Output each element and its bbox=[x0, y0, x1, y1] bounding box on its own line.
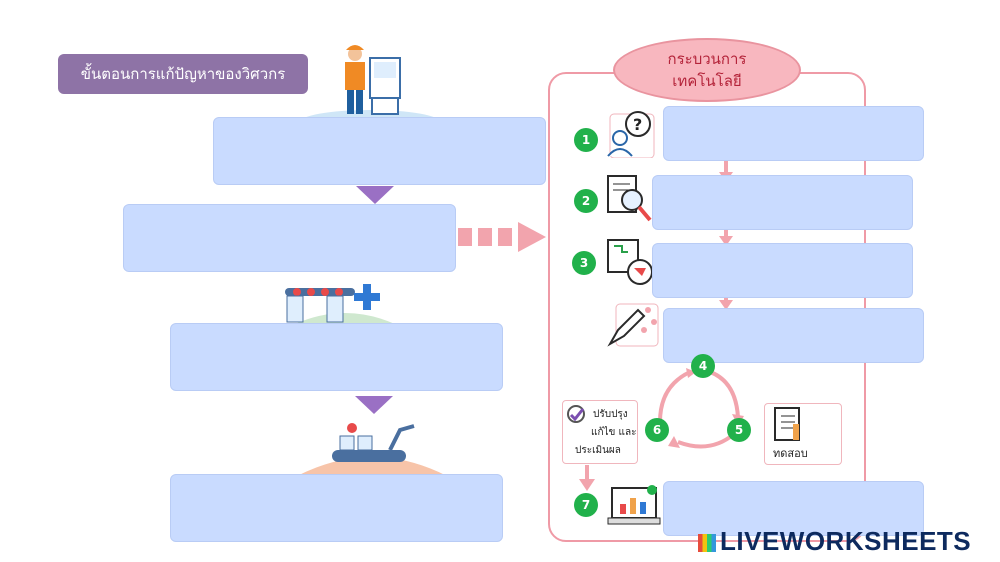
process-title: กระบวนการ เทคโนโลยี bbox=[613, 38, 801, 102]
answer-input-4[interactable] bbox=[170, 474, 503, 542]
test-card: ทดสอบ bbox=[764, 403, 842, 465]
answer-input-1[interactable] bbox=[213, 117, 546, 185]
question-person-icon: ? bbox=[607, 111, 655, 158]
process-input-4[interactable] bbox=[663, 308, 924, 363]
process-title-line2: เทคโนโลยี bbox=[672, 72, 742, 90]
process-input-1[interactable] bbox=[663, 106, 924, 161]
process-title-line1: กระบวนการ bbox=[667, 50, 747, 68]
step-number-7: 7 bbox=[574, 493, 598, 517]
step-number-2: 2 bbox=[574, 189, 598, 213]
engineer-illustration bbox=[300, 45, 440, 122]
process-input-2[interactable] bbox=[652, 175, 913, 230]
step-number-4: 4 bbox=[691, 354, 715, 378]
robot-line-illustration bbox=[297, 423, 447, 476]
logo-text: LIVEWORKSHEETS bbox=[720, 526, 972, 556]
improve-card: ปรับปรุง แก้ไข และ ประเมินผล bbox=[562, 400, 638, 464]
step-number-6: 6 bbox=[645, 418, 669, 442]
improve-label-2: แก้ไข และ bbox=[591, 427, 637, 438]
logo-icon bbox=[698, 534, 716, 552]
improve-label-1: ปรับปรุง bbox=[593, 409, 628, 420]
step-number-5: 5 bbox=[727, 418, 751, 442]
process-input-3[interactable] bbox=[652, 243, 913, 298]
document-search-icon bbox=[607, 175, 652, 222]
laptop-chart-icon bbox=[607, 485, 661, 525]
svg-text:?: ? bbox=[633, 115, 642, 134]
improve-label-3: ประเมินผล bbox=[575, 445, 621, 456]
down-arrow-small-icon bbox=[579, 465, 595, 491]
engineer-steps-title: ขั้นตอนการแก้ปัญหาของวิศวกร bbox=[58, 54, 308, 94]
process-input-7[interactable] bbox=[663, 481, 924, 536]
liveworksheets-logo: LIVEWORKSHEETS bbox=[698, 526, 971, 557]
factory-line-illustration bbox=[285, 284, 395, 324]
checklist-icon bbox=[774, 407, 800, 441]
test-label: ทดสอบ bbox=[773, 447, 808, 460]
step-number-3: 3 bbox=[572, 251, 596, 275]
down-arrow-icon-2 bbox=[355, 396, 393, 414]
gear-check-icon bbox=[567, 405, 585, 423]
answer-input-3[interactable] bbox=[170, 323, 503, 391]
step-number-1: 1 bbox=[574, 128, 598, 152]
puzzle-icon bbox=[607, 239, 653, 285]
right-arrow-icon bbox=[458, 222, 546, 252]
answer-input-2[interactable] bbox=[123, 204, 456, 272]
down-arrow-icon bbox=[356, 186, 394, 204]
design-pencil-icon bbox=[607, 303, 659, 347]
